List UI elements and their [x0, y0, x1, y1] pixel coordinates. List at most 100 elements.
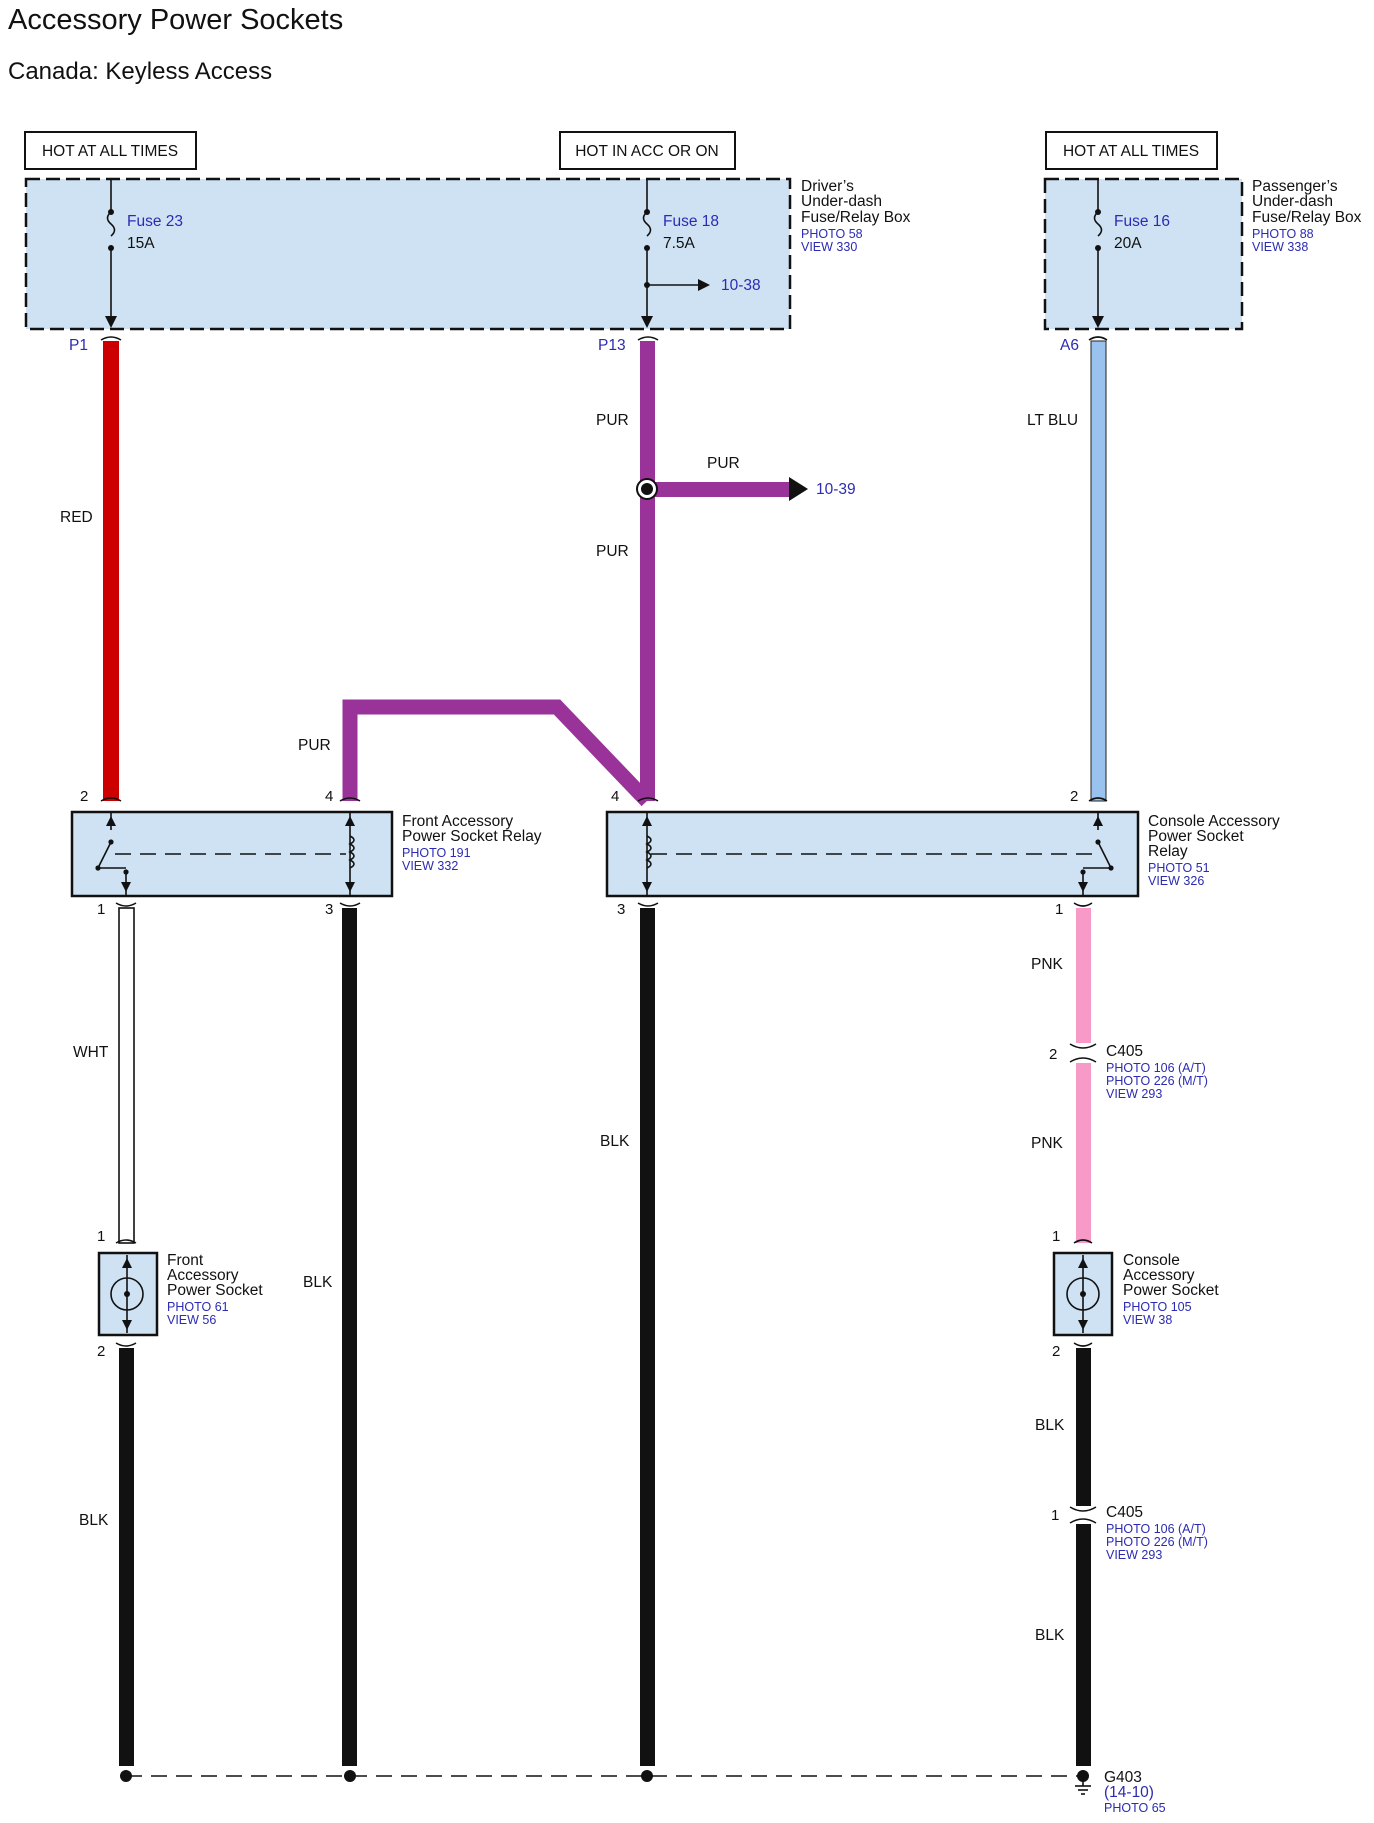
front-accessory-power-socket: 1 2 Front Accessory Power Socket PHOTO 6… [97, 1228, 263, 1360]
fuse-16-rating: 20A [1114, 235, 1142, 252]
front-socket-name-2: Accessory [167, 1267, 239, 1284]
fuse-18: 10-38 Fuse 18 7.5A P13 [598, 179, 761, 354]
wire-pur-lower-label: PUR [596, 543, 629, 560]
header-hot-at-all-times-left: HOT AT ALL TIMES [24, 131, 197, 170]
wire-blk-console-relay: BLK [600, 908, 655, 1766]
header-right-label: HOT AT ALL TIMES [1063, 143, 1199, 160]
fuse-23-name: Fuse 23 [127, 213, 183, 230]
console-relay-pin-2: 2 [1070, 788, 1078, 805]
front-socket-pin-2: 2 [97, 1343, 105, 1360]
fuse-18-branch-ref[interactable]: 10-38 [721, 277, 761, 294]
header-left-label: HOT AT ALL TIMES [42, 143, 178, 160]
fuse-16-pin: A6 [1060, 337, 1079, 354]
c405-upper-name: C405 [1106, 1043, 1143, 1060]
drivers-box-photo: PHOTO 58 [801, 227, 863, 241]
fuse-16: Fuse 16 20A A6 [1060, 179, 1170, 354]
ground-photo: PHOTO 65 [1104, 1801, 1166, 1815]
console-relay-photo: PHOTO 51 [1148, 861, 1210, 875]
drivers-box-view: VIEW 330 [801, 240, 857, 254]
fuse-18-pin: P13 [598, 337, 626, 354]
fuse-23-rating: 15A [127, 235, 155, 252]
drivers-box-name-1: Driver’s [801, 178, 854, 195]
console-relay-pin-1: 1 [1055, 901, 1063, 918]
c405-lower-pin: 1 [1051, 1507, 1059, 1524]
page-subtitle: Canada: Keyless Access [8, 58, 272, 85]
wire-wht-label: WHT [73, 1044, 109, 1061]
console-socket-pin-1: 1 [1052, 1228, 1060, 1245]
wire-wht: WHT [73, 907, 135, 1244]
console-relay-pin-4: 4 [611, 788, 619, 805]
wire-blk-console-relay-label: BLK [600, 1133, 630, 1150]
front-relay-name-1: Front Accessory [402, 813, 513, 830]
wire-blk-console-upper-label: BLK [1035, 1417, 1065, 1434]
front-relay-pin-3: 3 [325, 901, 333, 918]
front-accessory-power-socket-relay: 2 4 1 3 Front Accessory Power Socket Rel… [70, 788, 542, 918]
console-accessory-power-socket-relay: 4 2 3 1 Console Accessory Power Socket R… [605, 788, 1280, 918]
front-relay-view: VIEW 332 [402, 859, 458, 873]
front-relay-pin-1: 1 [97, 901, 105, 918]
wire-purple-to-front-relay: PUR [298, 699, 653, 807]
drivers-fuse-relay-box: Driver’s Under-dash Fuse/Relay Box PHOTO… [24, 177, 911, 331]
c405-upper-ref-2: PHOTO 226 (M/T) [1106, 1074, 1208, 1088]
console-socket-photo: PHOTO 105 [1123, 1300, 1192, 1314]
wire-end-caps [100, 336, 1108, 802]
c405-upper-ref-1: PHOTO 106 (A/T) [1106, 1061, 1206, 1075]
passenger-fuse-relay-box: Passenger’s Under-dash Fuse/Relay Box PH… [1043, 177, 1362, 331]
passenger-box-photo: PHOTO 88 [1252, 227, 1314, 241]
console-socket-pin-2: 2 [1052, 1343, 1060, 1360]
c405-upper-ref-3: VIEW 293 [1106, 1087, 1162, 1101]
fuse-18-name: Fuse 18 [663, 213, 719, 230]
wire-pur-branch-ref[interactable]: 10-39 [816, 481, 856, 498]
console-accessory-power-socket: 1 2 Console Accessory Power Socket PHOTO… [1052, 1228, 1219, 1360]
console-relay-pin-3: 3 [617, 901, 625, 918]
console-relay-view: VIEW 326 [1148, 874, 1204, 888]
console-socket-name-3: Power Socket [1123, 1282, 1219, 1299]
console-socket-name-2: Accessory [1123, 1267, 1195, 1284]
wire-blk-front-relay: BLK [303, 908, 357, 1766]
passenger-box-name-3: Fuse/Relay Box [1252, 209, 1362, 226]
fuse-16-name: Fuse 16 [1114, 213, 1170, 230]
wire-pnk-lower-label: PNK [1031, 1135, 1064, 1152]
wire-red-label: RED [60, 509, 93, 526]
fuse-23: Fuse 23 15A P1 [69, 179, 183, 354]
passenger-box-name-1: Passenger’s [1252, 178, 1338, 195]
header-hot-at-all-times-right: HOT AT ALL TIMES [1045, 131, 1218, 170]
console-socket-view: VIEW 38 [1123, 1313, 1172, 1327]
header-middle-label: HOT IN ACC OR ON [575, 143, 719, 160]
connector-c405-upper: 2 C405 PHOTO 106 (A/T) PHOTO 226 (M/T) V… [1049, 1043, 1208, 1101]
drivers-box-name-2: Under-dash [801, 193, 882, 210]
wire-blk-console-lower-label: BLK [1035, 1627, 1065, 1644]
header-hot-in-acc-or-on: HOT IN ACC OR ON [559, 131, 736, 170]
wire-pnk: PNK PNK [1031, 908, 1091, 1243]
passenger-box-view: VIEW 338 [1252, 240, 1308, 254]
wire-blk-front-socket-label: BLK [79, 1512, 109, 1529]
fuse-23-pin: P1 [69, 337, 88, 354]
ground-name: G403 [1104, 1769, 1142, 1786]
console-relay-name-3: Relay [1148, 843, 1188, 860]
front-relay-pin-2: 2 [80, 788, 88, 805]
drivers-box-name-3: Fuse/Relay Box [801, 209, 911, 226]
connector-c405-lower: 1 C405 PHOTO 106 (A/T) PHOTO 226 (M/T) V… [1051, 1504, 1208, 1562]
wire-blk-front-relay-label: BLK [303, 1274, 333, 1291]
passenger-box-name-2: Under-dash [1252, 193, 1333, 210]
front-socket-name-3: Power Socket [167, 1282, 263, 1299]
wire-pur-branch-label: PUR [707, 455, 740, 472]
relay-bottom-caps [115, 902, 1093, 907]
page-title: Accessory Power Sockets [8, 4, 343, 36]
ground-ref[interactable]: (14-10) [1104, 1784, 1154, 1801]
console-socket-name-1: Console [1123, 1252, 1180, 1269]
wire-pur-relay-label: PUR [298, 737, 331, 754]
wire-pur-upper-label: PUR [596, 412, 629, 429]
front-socket-pin-1: 1 [97, 1228, 105, 1245]
c405-lower-ref-1: PHOTO 106 (A/T) [1106, 1522, 1206, 1536]
front-socket-name-1: Front [167, 1252, 204, 1269]
c405-lower-name: C405 [1106, 1504, 1143, 1521]
wire-blk-console-socket: BLK BLK [1035, 1348, 1091, 1766]
wire-lt-blu-label: LT BLU [1027, 412, 1078, 429]
console-relay-name-2: Power Socket [1148, 828, 1244, 845]
wire-purple-main: PUR PUR 10-39 PUR [596, 341, 856, 801]
front-socket-photo: PHOTO 61 [167, 1300, 229, 1314]
front-relay-name-2: Power Socket Relay [402, 828, 542, 845]
front-relay-pin-4: 4 [325, 788, 333, 805]
